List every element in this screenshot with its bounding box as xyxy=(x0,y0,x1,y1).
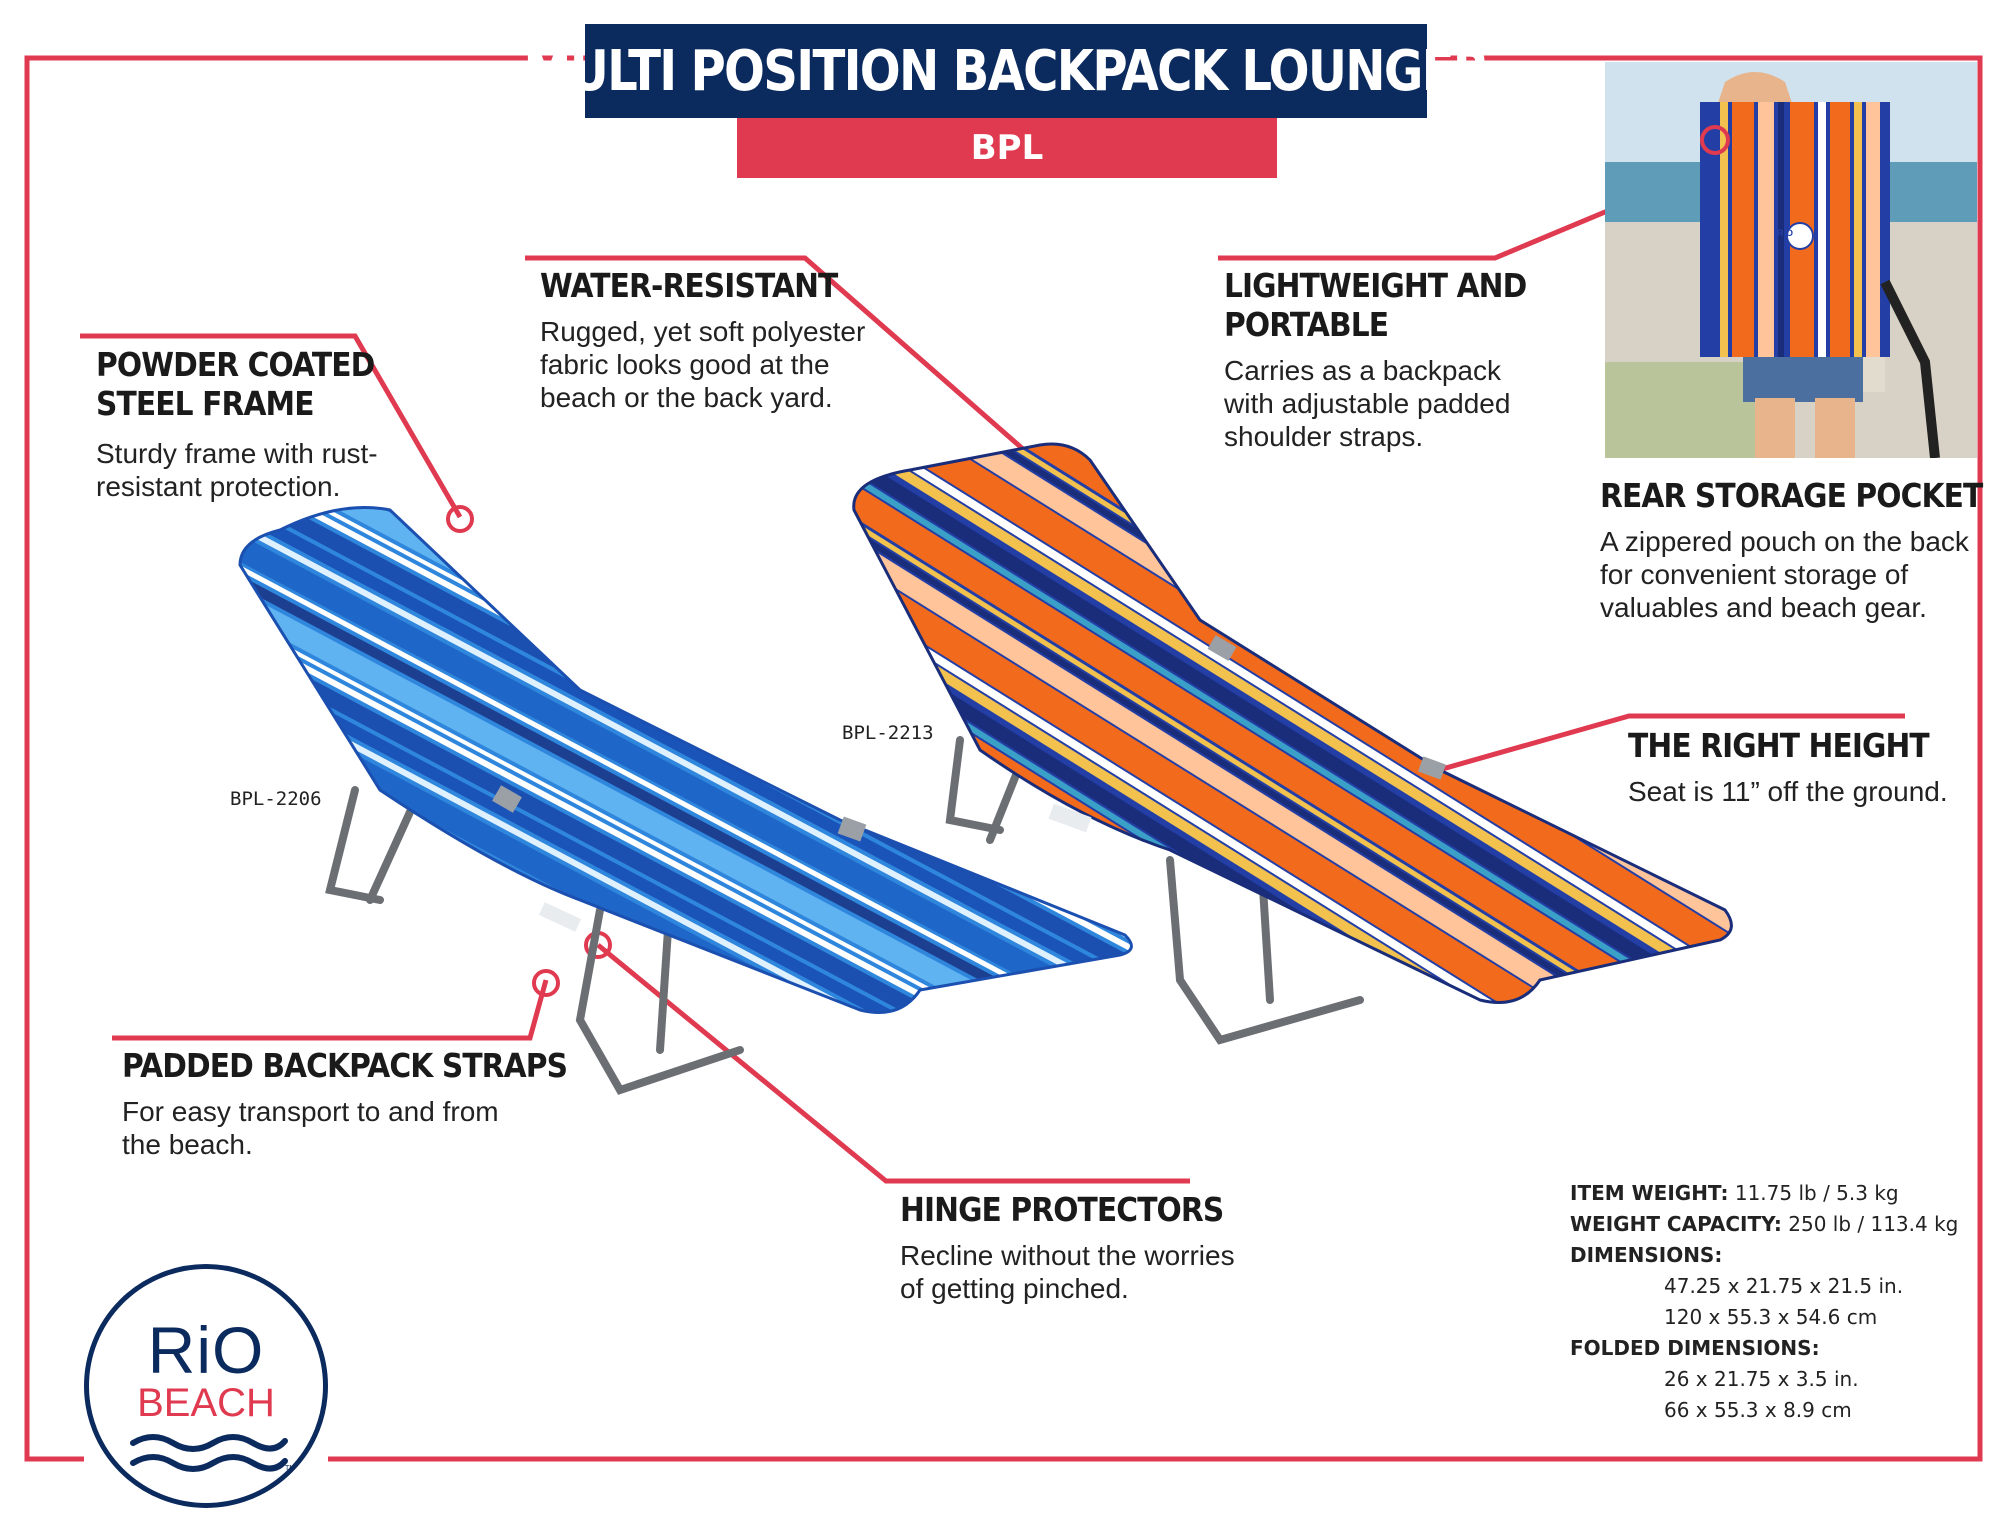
feature-straps-desc-1: For easy transport to and from xyxy=(122,1096,499,1127)
title-banner: MULTI POSITION BACKPACK LOUNGER xyxy=(524,24,1490,118)
feature-height-title: THE RIGHT HEIGHT xyxy=(1628,726,1930,765)
feature-pocket-desc-1: A zippered pouch on the back xyxy=(1600,526,1969,557)
feature-pocket-title: REAR STORAGE POCKET xyxy=(1600,476,1983,515)
leader-water xyxy=(525,255,1058,480)
feature-water: WATER-RESISTANT Rugged, yet soft polyest… xyxy=(540,266,880,414)
backpack-photo xyxy=(1605,62,1977,458)
spec-folded-cm: 66 x 55.3 x 8.9 cm xyxy=(1664,1398,1852,1422)
feature-hinge: HINGE PROTECTORS Recline without the wor… xyxy=(900,1190,1260,1305)
frame-left-border xyxy=(24,55,585,1462)
spec-weight-label: ITEM WEIGHT: xyxy=(1570,1181,1729,1205)
feature-hinge-desc-1: Recline without the worries xyxy=(900,1240,1235,1271)
feature-hinge-desc-2: of getting pinched. xyxy=(900,1273,1129,1304)
feature-lightweight: LIGHTWEIGHT AND PORTABLE Carries as a ba… xyxy=(1224,266,1544,453)
feature-height-desc: Seat is 11” off the ground. xyxy=(1628,776,1948,807)
feature-pocket: REAR STORAGE POCKET A zippered pouch on … xyxy=(1600,476,1983,624)
feature-straps-desc-2: the beach. xyxy=(122,1129,253,1160)
blue-lounger-image xyxy=(238,506,1133,1095)
marker-pocket xyxy=(1700,125,1730,155)
feature-height: THE RIGHT HEIGHT Seat is 11” off the gro… xyxy=(1628,726,1968,808)
spec-capacity: WEIGHT CAPACITY: 250 lb / 113.4 kg xyxy=(1570,1209,1970,1240)
page-title: MULTI POSITION BACKPACK LOUNGER xyxy=(523,38,1490,104)
rio-badge xyxy=(1786,222,1814,250)
spec-weight: ITEM WEIGHT: 11.75 lb / 5.3 kg xyxy=(1570,1178,1970,1209)
logo-beach-text: BEACH xyxy=(137,1381,275,1425)
spec-folded-in: 26 x 21.75 x 3.5 in. xyxy=(1664,1367,1859,1391)
feature-water-desc-1: Rugged, yet soft polyester xyxy=(540,316,866,347)
feature-frame-desc-2: resistant protection. xyxy=(96,471,341,502)
subtitle-banner: BPL xyxy=(737,118,1277,178)
feature-straps-title: PADDED BACKPACK STRAPS xyxy=(122,1046,568,1085)
spec-dimensions: DIMENSIONS: xyxy=(1570,1240,1970,1271)
spec-capacity-label: WEIGHT CAPACITY: xyxy=(1570,1212,1782,1236)
model-label-blue: BPL-2206 xyxy=(230,788,322,810)
feature-pocket-desc-2: for convenient storage of xyxy=(1600,559,1909,590)
model-label-orange: BPL-2213 xyxy=(842,722,934,744)
feature-lightweight-title-2: PORTABLE xyxy=(1224,305,1389,344)
logo-rio-text: RiO xyxy=(147,1313,265,1387)
spec-folded-label: FOLDED DIMENSIONS: xyxy=(1570,1336,1820,1360)
feature-water-desc-3: beach or the back yard. xyxy=(540,382,833,413)
feature-water-desc-2: fabric looks good at the xyxy=(540,349,830,380)
feature-lightweight-title-1: LIGHTWEIGHT AND xyxy=(1224,266,1527,305)
spec-dim-in: 47.25 x 21.75 x 21.5 in. xyxy=(1664,1274,1904,1298)
orange-lounger-image xyxy=(852,442,1733,1045)
spec-block: ITEM WEIGHT: 11.75 lb / 5.3 kg WEIGHT CA… xyxy=(1570,1178,1970,1426)
rio-badge-text: RIO xyxy=(1776,228,1793,238)
leader-height xyxy=(1392,713,1905,786)
logo-trademark: TM xyxy=(285,1465,296,1472)
feature-frame-title-2: STEEL FRAME xyxy=(96,384,314,423)
feature-frame: POWDER COATED STEEL FRAME Sturdy frame w… xyxy=(96,345,426,503)
spec-folded: FOLDED DIMENSIONS: xyxy=(1570,1333,1970,1364)
page-subtitle: BPL xyxy=(970,128,1044,168)
feature-hinge-title: HINGE PROTECTORS xyxy=(900,1190,1224,1229)
marker-straps xyxy=(532,969,560,997)
feature-lightweight-desc-2: with adjustable padded xyxy=(1224,388,1511,419)
wave-icon xyxy=(130,1434,288,1472)
feature-pocket-desc-3: valuables and beach gear. xyxy=(1600,592,1927,623)
feature-frame-desc-1: Sturdy frame with rust- xyxy=(96,438,378,469)
leader-frame xyxy=(80,333,463,519)
feature-water-title: WATER-RESISTANT xyxy=(540,266,838,305)
spec-dim-cm: 120 x 55.3 x 54.6 cm xyxy=(1664,1305,1878,1329)
feature-lightweight-desc-1: Carries as a backpack xyxy=(1224,355,1502,386)
frame-right-border xyxy=(328,55,1983,1462)
spec-weight-value: 11.75 lb / 5.3 kg xyxy=(1734,1181,1899,1205)
marker-frame xyxy=(446,505,474,533)
leader-straps xyxy=(112,979,549,1041)
rio-beach-logo: RiO BEACH TM xyxy=(84,1264,328,1508)
feature-straps: PADDED BACKPACK STRAPS For easy transpor… xyxy=(122,1046,568,1161)
feature-frame-title-1: POWDER COATED xyxy=(96,345,375,384)
feature-lightweight-desc-3: shoulder straps. xyxy=(1224,421,1424,452)
leader-hinge xyxy=(596,943,1190,1184)
spec-dimensions-label: DIMENSIONS: xyxy=(1570,1243,1723,1267)
backpack-photo-image xyxy=(1605,62,1977,458)
spec-capacity-value: 250 lb / 113.4 kg xyxy=(1788,1212,1959,1236)
